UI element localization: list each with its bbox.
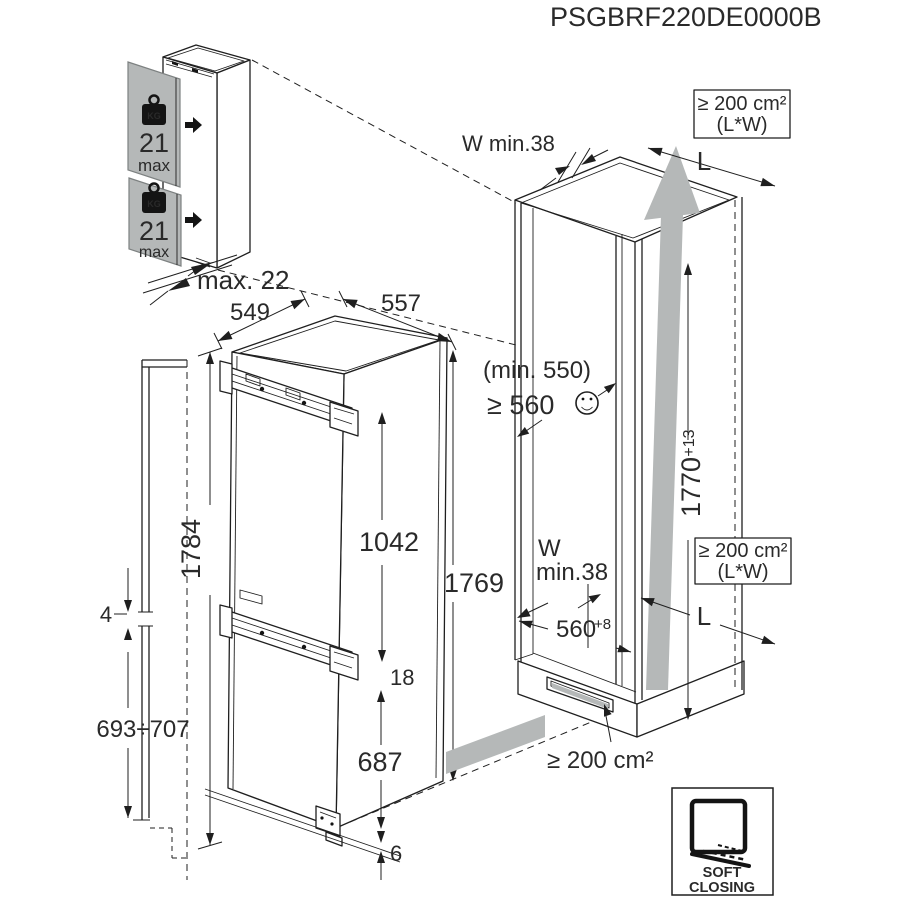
mounting-cabinet-diagram: KG 21 max KG 21 max max. 22 bbox=[127, 44, 290, 306]
niche-depth-labels: (min. 550) ≥ 560 bbox=[483, 357, 616, 437]
air-channel-label-min38: min.38 bbox=[536, 559, 608, 586]
plinth-right bbox=[636, 660, 745, 738]
dim-549-value: 549 bbox=[230, 299, 270, 326]
niche-drawing: W min.38 ≥ 200 cm² (L*W) L (min. 550) ≥ … bbox=[217, 59, 792, 823]
vent-area-right-line1: ≥ 200 cm² bbox=[699, 540, 788, 562]
depth-recommended-label: ≥ 560 bbox=[487, 390, 554, 420]
niche-width-value: 560 bbox=[556, 616, 596, 643]
vent-area-top-box: ≥ 200 cm² (L*W) bbox=[693, 89, 791, 139]
vent-area-bottom-label: ≥ 200 cm² bbox=[547, 704, 654, 774]
dim-693-707-value: 693÷707 bbox=[96, 716, 189, 743]
dim-top-depth: 549 bbox=[213, 290, 310, 350]
dim-6-value: 6 bbox=[390, 841, 402, 866]
vent-area-top-line2: (L*W) bbox=[716, 114, 767, 136]
dim-length-bottom: L bbox=[640, 597, 776, 645]
niche-height-tolerance: +13 bbox=[681, 429, 698, 456]
depth-min-label: (min. 550) bbox=[483, 357, 591, 384]
vent-area-bottom-value: ≥ 200 cm² bbox=[547, 747, 654, 774]
projection-lines bbox=[217, 59, 638, 823]
airflow-arrow-shaft bbox=[646, 215, 683, 690]
upper-door-max-weight: 21 bbox=[139, 128, 169, 158]
bottom-hinge bbox=[315, 805, 343, 847]
length-bottom-label: L bbox=[697, 601, 711, 631]
model-number: PSGBRF220DE0000B bbox=[550, 2, 822, 32]
length-top-label: L bbox=[697, 146, 711, 176]
smiley-icon bbox=[575, 391, 599, 415]
dim-niche-height: 1770 +13 bbox=[676, 263, 706, 720]
lower-door: KG 21 max bbox=[128, 177, 182, 267]
door-direction-arrow-icon bbox=[185, 117, 202, 133]
dim-1042-value: 1042 bbox=[359, 527, 419, 557]
upper-door-max-label: max bbox=[138, 156, 171, 175]
lower-door-max-weight: 21 bbox=[139, 216, 169, 246]
dim-top-gap: 4 bbox=[100, 568, 132, 627]
dim-18-value: 18 bbox=[390, 665, 414, 690]
vent-area-right-line2: (L*W) bbox=[717, 561, 768, 583]
vent-area-top-line1: ≥ 200 cm² bbox=[698, 93, 787, 115]
ventilation-opening bbox=[546, 676, 614, 713]
dim-overall-height-left: 1784 bbox=[176, 347, 223, 850]
kg-weight-icon: KG bbox=[142, 94, 166, 125]
lower-door-max-label: max bbox=[139, 244, 169, 261]
dim-air-gap-top: W min.38 bbox=[462, 131, 609, 191]
air-channel-label-w: W bbox=[538, 535, 561, 562]
dim-length-top: L bbox=[647, 146, 776, 187]
dim-upper-door-height: 1042 bbox=[359, 412, 419, 662]
soft-closing-badge: SOFT CLOSING bbox=[671, 787, 774, 896]
door-direction-arrow-icon bbox=[185, 212, 202, 228]
niche-height-value: 1770 bbox=[676, 457, 706, 517]
soft-closing-door-icon bbox=[689, 798, 751, 868]
dim-687-value: 687 bbox=[357, 747, 402, 777]
soft-closing-line2: CLOSING bbox=[689, 880, 755, 896]
upper-mounting-rail bbox=[219, 360, 359, 437]
appliance-drawing: 549 557 1042 18 1769 687 bbox=[204, 290, 504, 880]
dim-max22-value: max. 22 bbox=[197, 265, 290, 295]
middle-mounting-rail bbox=[219, 589, 359, 681]
dim-1769-value: 1769 bbox=[444, 568, 504, 598]
dim-door-thickness: max. 22 bbox=[142, 254, 290, 306]
w-min38-top-label: W min.38 bbox=[462, 131, 555, 156]
dim-air-channel: W min.38 bbox=[517, 535, 608, 648]
dim-lower-door-height: 687 bbox=[357, 690, 403, 829]
wall-section: 4 693÷707 1784 bbox=[96, 347, 223, 880]
dim-top-width: 557 bbox=[338, 290, 457, 351]
base-gap-strip bbox=[204, 788, 401, 863]
kg-label: KG bbox=[147, 199, 161, 209]
dim-niche-width: 560 +8 bbox=[518, 616, 632, 653]
kg-weight-icon: KG bbox=[142, 182, 166, 213]
dim-lower-panel: 693÷707 bbox=[96, 628, 190, 818]
vent-airflow bbox=[552, 683, 608, 709]
dim-1784-value: 1784 bbox=[176, 519, 206, 579]
niche-width-tolerance: +8 bbox=[594, 616, 611, 633]
upper-door: KG 21 max bbox=[127, 61, 181, 188]
soft-closing-line1: SOFT bbox=[703, 865, 742, 881]
airflow-arrow-head-icon bbox=[644, 146, 700, 220]
floor-airflow-band bbox=[446, 715, 545, 774]
dim-4-value: 4 bbox=[100, 602, 112, 627]
dim-bottom-clearance: 6 bbox=[377, 831, 402, 880]
kg-label: KG bbox=[147, 111, 161, 121]
vent-area-right-box: ≥ 200 cm² (L*W) bbox=[694, 537, 792, 585]
